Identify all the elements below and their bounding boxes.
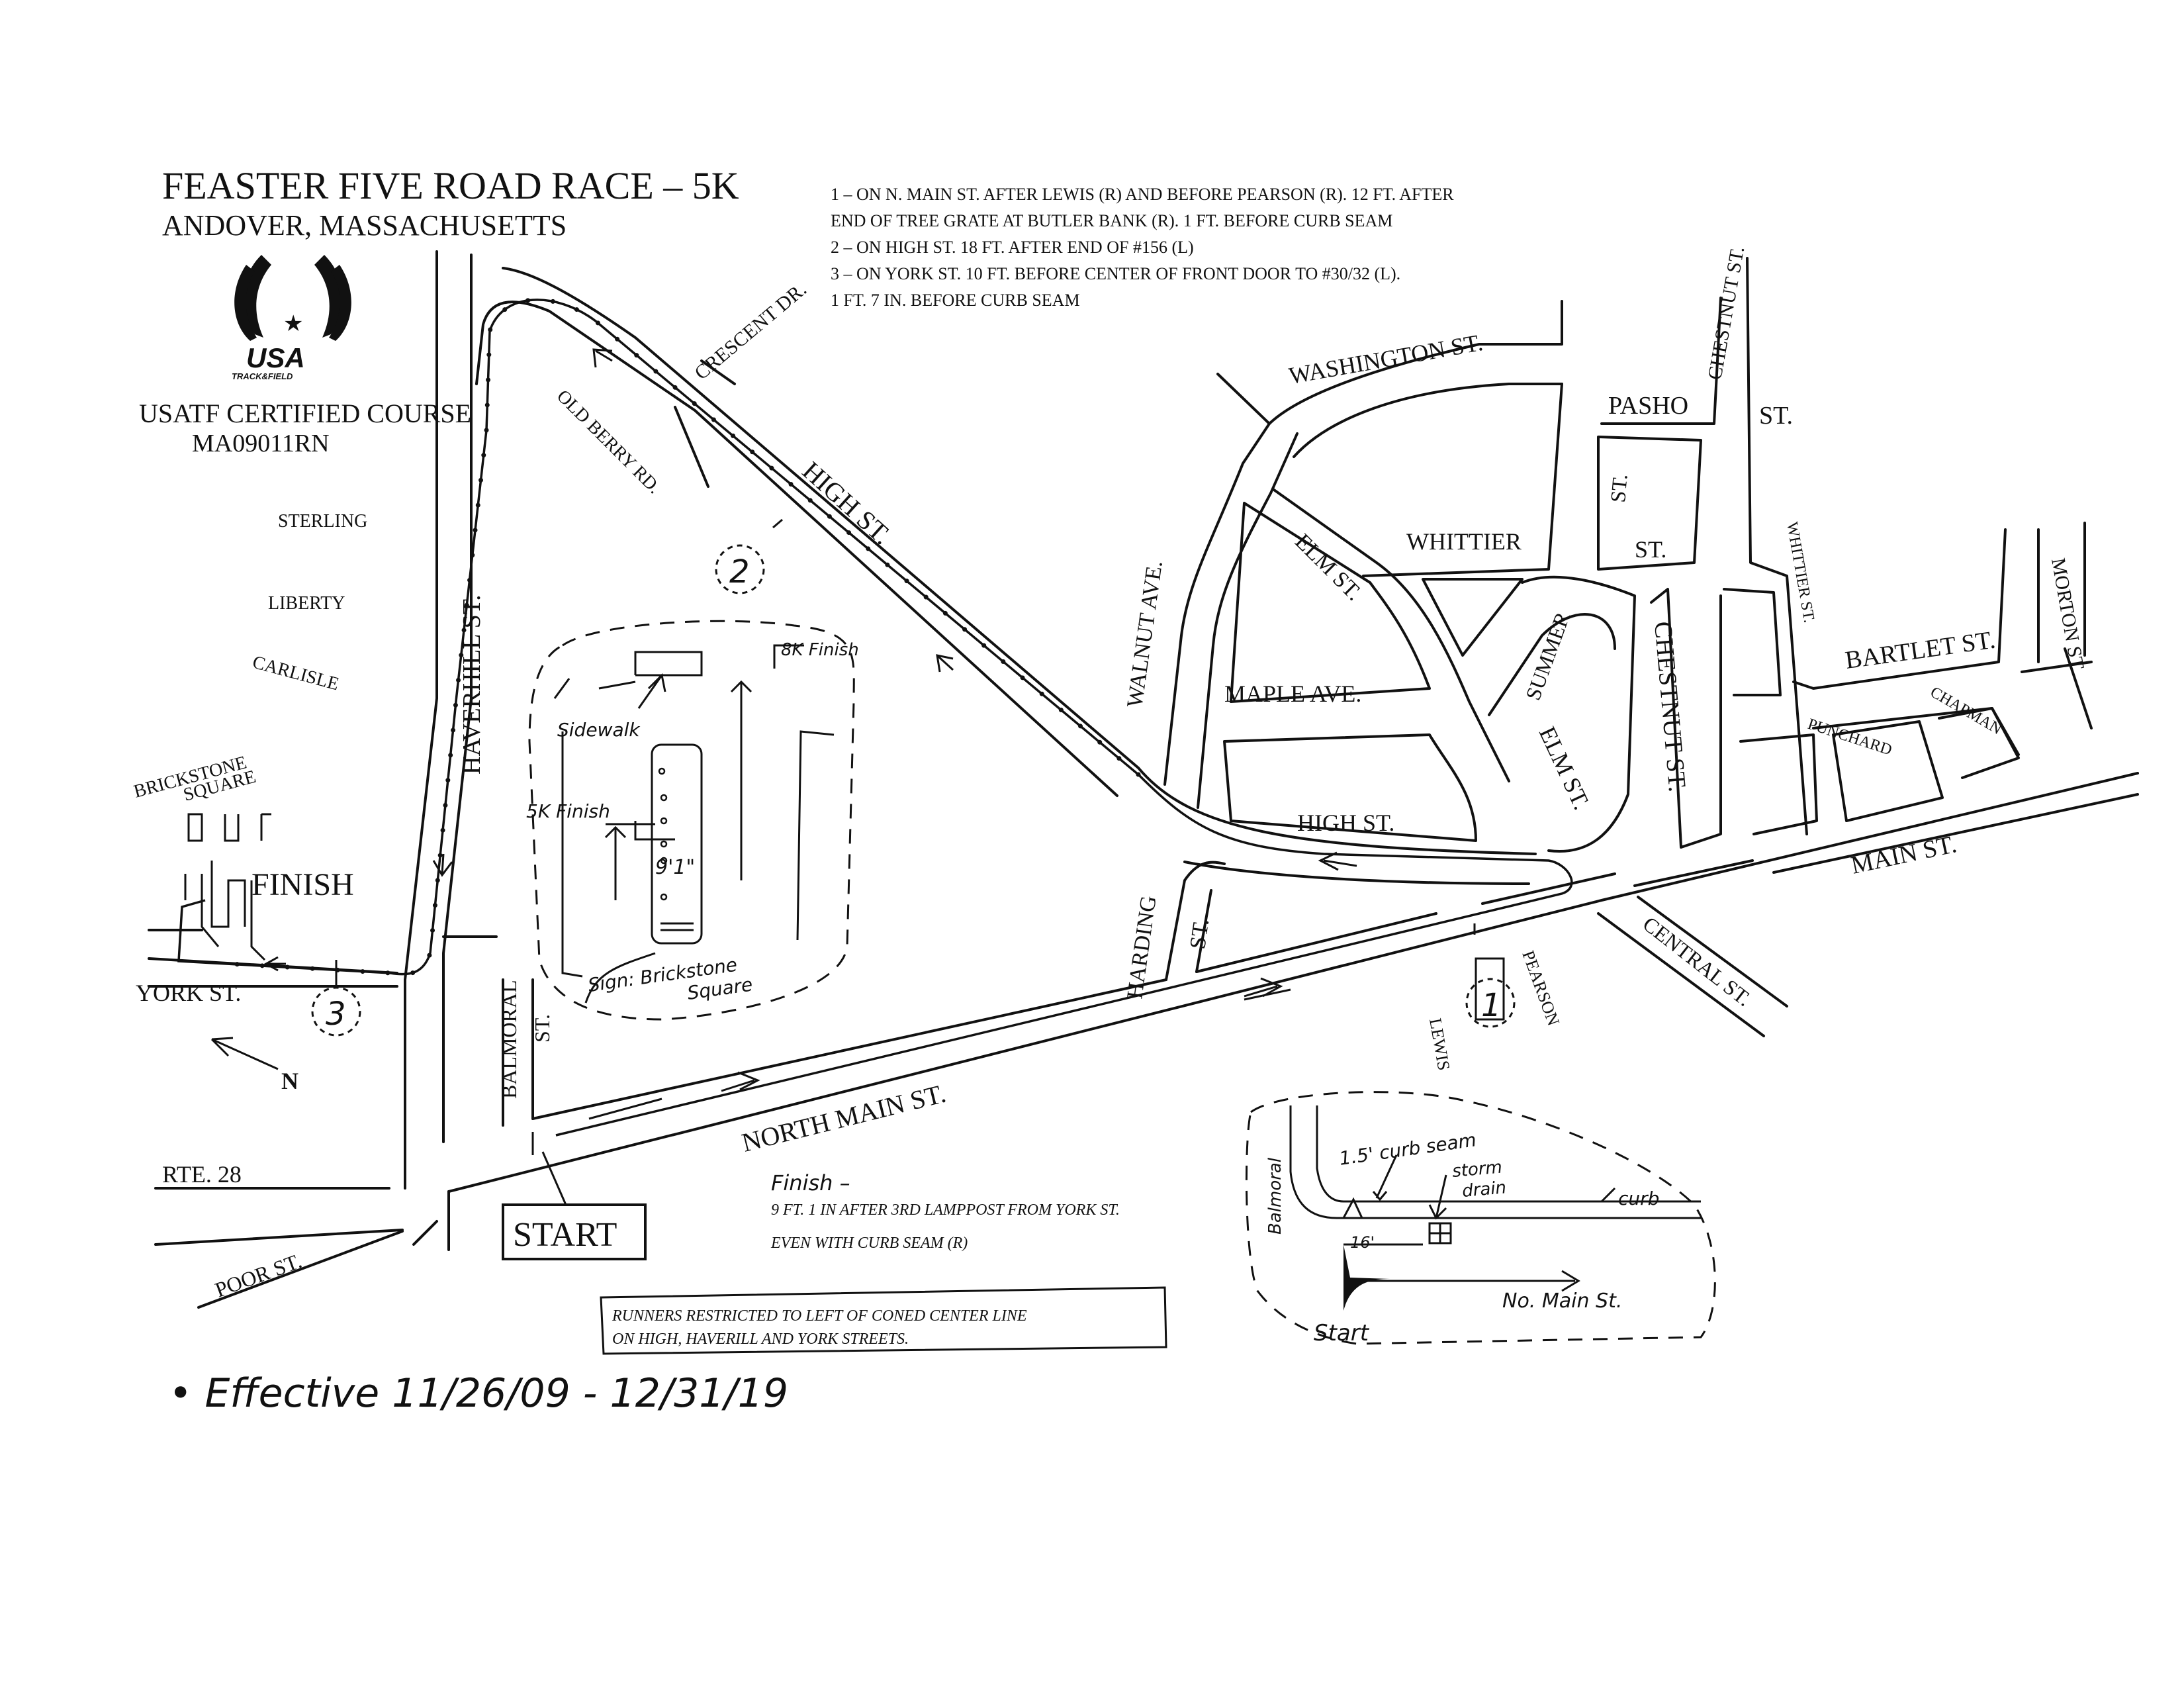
split-marker-1: 1 bbox=[1465, 957, 1516, 1028]
street-label-york: YORK ST. bbox=[136, 980, 241, 1006]
street-label-central: CENTRAL ST. bbox=[1639, 912, 1756, 1011]
street-label-harding: HARDING bbox=[1122, 894, 1161, 1000]
street-label-high-low: HIGH ST. bbox=[1297, 810, 1394, 836]
svg-text:N: N bbox=[281, 1068, 298, 1094]
svg-text:drain: drain bbox=[1461, 1178, 1507, 1201]
street-label-morton: MORTON ST. bbox=[2047, 556, 2089, 675]
start-marker: START bbox=[502, 1151, 647, 1260]
finish-note: Finish – 9 FT. 1 IN AFTER 3RD LAMPPOST F… bbox=[770, 1170, 1120, 1252]
street-label-pasho: PASHO bbox=[1608, 392, 1688, 420]
street-label-bartlet: BARTLET ST. bbox=[1843, 626, 1997, 675]
brickstone-buildings bbox=[184, 813, 271, 961]
map-subtitle: ANDOVER, MASSACHUSETTS bbox=[162, 209, 567, 242]
usatf-logo-subtext: TRACK&FIELD bbox=[232, 371, 293, 381]
street-label-liberty: LIBERTY bbox=[268, 593, 345, 614]
street-label-poor: POOR ST. bbox=[212, 1248, 304, 1301]
street-label-balmoral: BALMORAL bbox=[497, 980, 521, 1099]
street-label-elm-upper: ELM ST. bbox=[1290, 529, 1366, 605]
street-label-st-a: ST. bbox=[1606, 473, 1632, 504]
street-label-whittier: WHITTIER bbox=[1406, 528, 1522, 555]
finish-label: FINISH bbox=[251, 867, 354, 902]
split-marker-3: 3 bbox=[311, 986, 361, 1037]
svg-text:EVEN WITH CURB SEAM (R): EVEN WITH CURB SEAM (R) bbox=[770, 1235, 968, 1252]
street-network bbox=[148, 250, 2139, 1309]
street-label-balmoral-st: ST. bbox=[530, 1014, 554, 1043]
svg-text:★: ★ bbox=[283, 310, 303, 337]
svg-text:1: 1 bbox=[1481, 987, 1502, 1024]
svg-text:Balmoral: Balmoral bbox=[1265, 1157, 1285, 1235]
street-label-elm-lower: ELM ST. bbox=[1534, 722, 1596, 814]
street-label-punchard: PUNCHARD bbox=[1805, 716, 1894, 759]
svg-text:8K Finish: 8K Finish bbox=[781, 640, 859, 660]
usatf-logo-text: USA bbox=[246, 342, 305, 373]
north-arrow-icon: N bbox=[210, 1037, 298, 1094]
street-label-sterling: STERLING bbox=[278, 511, 367, 532]
svg-text:END OF TREE GRATE AT BUTLER BA: END OF TREE GRATE AT BUTLER BANK (R). 1 … bbox=[831, 211, 1392, 230]
street-label-haverhill: HAVERHILL ST. bbox=[458, 594, 486, 774]
effective-date: • Effective 11/26/09 - 12/31/19 bbox=[169, 1370, 788, 1417]
street-label-crescent: CRESCENT DR. bbox=[690, 278, 811, 384]
svg-text:1 – ON N. MAIN ST. AFTER LEWIS: 1 – ON N. MAIN ST. AFTER LEWIS (R) AND B… bbox=[831, 185, 1454, 204]
svg-text:RUNNERS RESTRICTED TO LEFT OF: RUNNERS RESTRICTED TO LEFT OF CONED CENT… bbox=[612, 1307, 1027, 1325]
split-marker-2: 2 bbox=[715, 544, 765, 594]
restriction-notice: RUNNERS RESTRICTED TO LEFT OF CONED CENT… bbox=[600, 1286, 1167, 1355]
street-label-carlisle: CARLISLE bbox=[250, 652, 341, 695]
svg-text:9'1": 9'1" bbox=[655, 856, 695, 879]
svg-text:Finish –: Finish – bbox=[771, 1170, 850, 1196]
certification-number: MA09011RN bbox=[192, 430, 330, 457]
start-area-inset: 1.5' curb seam storm drain curb Balmoral… bbox=[1245, 1091, 1716, 1346]
svg-text:START: START bbox=[513, 1216, 617, 1254]
finish-area-inset: Sidewalk 8K Finish 5K Finish 9'1" Sign: … bbox=[526, 620, 859, 1021]
street-label-pearson: PEARSON bbox=[1518, 948, 1563, 1028]
svg-text:9 FT. 1 IN AFTER 3RD LAMPPOST: 9 FT. 1 IN AFTER 3RD LAMPPOST FROM YORK … bbox=[771, 1201, 1120, 1219]
split-notes: 1 – ON N. MAIN ST. AFTER LEWIS (R) AND B… bbox=[831, 185, 1454, 310]
street-label-north-main: NORTH MAIN ST. bbox=[739, 1078, 948, 1158]
street-label-st-right: ST. bbox=[1759, 402, 1793, 430]
svg-text:1 FT. 7 IN. BEFORE CURB SEAM: 1 FT. 7 IN. BEFORE CURB SEAM bbox=[831, 291, 1080, 310]
svg-text:Sidewalk: Sidewalk bbox=[557, 719, 641, 741]
svg-text:2: 2 bbox=[729, 553, 750, 590]
street-label-st-b: ST. bbox=[1635, 536, 1666, 563]
svg-text:No. Main St.: No. Main St. bbox=[1502, 1289, 1622, 1313]
svg-text:16': 16' bbox=[1350, 1233, 1375, 1252]
street-label-washington: WASHINGTON ST. bbox=[1287, 329, 1484, 389]
svg-text:Start: Start bbox=[1314, 1320, 1370, 1346]
street-label-maple: MAPLE AVE. bbox=[1224, 680, 1361, 707]
svg-text:3 – ON YORK ST. 10 FT. BEFORE: 3 – ON YORK ST. 10 FT. BEFORE CENTER OF … bbox=[831, 264, 1400, 283]
map-title: FEASTER FIVE ROAD RACE – 5K bbox=[162, 164, 739, 207]
svg-text:curb: curb bbox=[1618, 1188, 1659, 1209]
street-label-harding-st: ST. bbox=[1185, 917, 1214, 951]
svg-text:3: 3 bbox=[326, 996, 346, 1033]
certification-label: USATF CERTIFIED COURSE bbox=[139, 399, 471, 428]
race-route bbox=[177, 297, 1573, 1155]
street-label-chestnut: CHESTNUT ST. bbox=[1649, 620, 1691, 793]
street-label-chestnut-top: CHESTNUT ST. bbox=[1704, 245, 1749, 382]
street-label-old-berry: OLD BERRY RD. bbox=[553, 386, 664, 498]
svg-text:5K Finish: 5K Finish bbox=[526, 800, 610, 822]
street-label-walnut: WALNUT AVE. bbox=[1122, 559, 1167, 710]
svg-text:ON HIGH, HAVERILL AND YORK STR: ON HIGH, HAVERILL AND YORK STREETS. bbox=[612, 1331, 909, 1348]
street-label-lewis: LEWIS bbox=[1426, 1017, 1453, 1072]
svg-text:2 – ON HIGH ST. 18 FT. AFTER E: 2 – ON HIGH ST. 18 FT. AFTER END OF #156… bbox=[831, 238, 1194, 257]
usatf-wings-icon: ★ bbox=[234, 255, 351, 341]
svg-text:storm: storm bbox=[1451, 1157, 1503, 1181]
street-label-rte28: RTE. 28 bbox=[162, 1161, 242, 1188]
